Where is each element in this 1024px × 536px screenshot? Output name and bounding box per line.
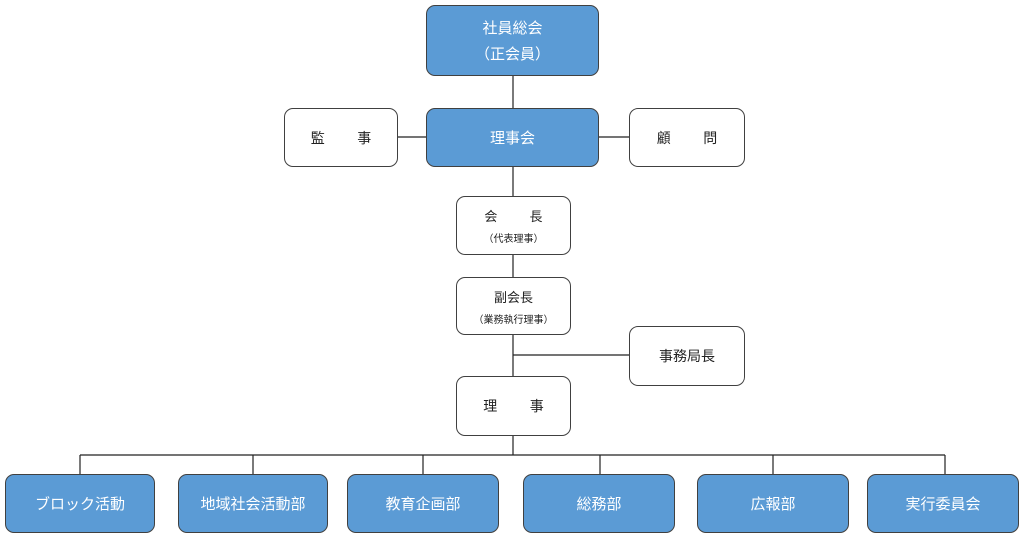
vice-president-sublabel: （業務執行理事） [473, 314, 554, 326]
directors-node: 理 事 [456, 376, 571, 436]
general-meeting-label: 社員総会 [482, 18, 543, 37]
department-node-executive-committee: 実行委員会 [867, 474, 1019, 533]
directors-label: 理 事 [483, 399, 558, 415]
board-label: 理事会 [489, 129, 535, 147]
department-node-community-activities: 地域社会活動部 [178, 474, 328, 533]
general-meeting-node: 社員総会 （正会員） [426, 5, 599, 76]
president-sublabel: （代表理事） [483, 234, 544, 245]
department-node-block-activities: ブロック活動 [5, 474, 155, 533]
advisor-label: 顧 問 [656, 130, 732, 147]
department-label: 広報部 [750, 495, 796, 513]
board-node: 理事会 [426, 108, 599, 167]
auditor-label: 監 事 [310, 130, 386, 147]
department-label: 総務部 [576, 495, 622, 513]
president-node: 会 長 （代表理事） [456, 196, 571, 255]
department-label: 地域社会活動部 [200, 495, 306, 513]
department-node-education-planning: 教育企画部 [347, 474, 499, 533]
department-label: ブロック活動 [34, 495, 125, 513]
vice-president-node: 副会長 （業務執行理事） [456, 277, 571, 335]
secretary-general-label: 事務局長 [659, 349, 715, 365]
department-node-general-affairs: 総務部 [523, 474, 675, 533]
department-label: 教育企画部 [385, 495, 461, 513]
auditor-node: 監 事 [284, 108, 398, 167]
department-label: 実行委員会 [905, 495, 981, 513]
president-label: 会 長 [484, 210, 557, 225]
general-meeting-sublabel: （正会員） [474, 44, 550, 63]
secretary-general-node: 事務局長 [629, 326, 745, 386]
department-node-public-relations: 広報部 [697, 474, 849, 533]
vice-president-label: 副会長 [493, 290, 533, 306]
advisor-node: 顧 問 [629, 108, 745, 167]
